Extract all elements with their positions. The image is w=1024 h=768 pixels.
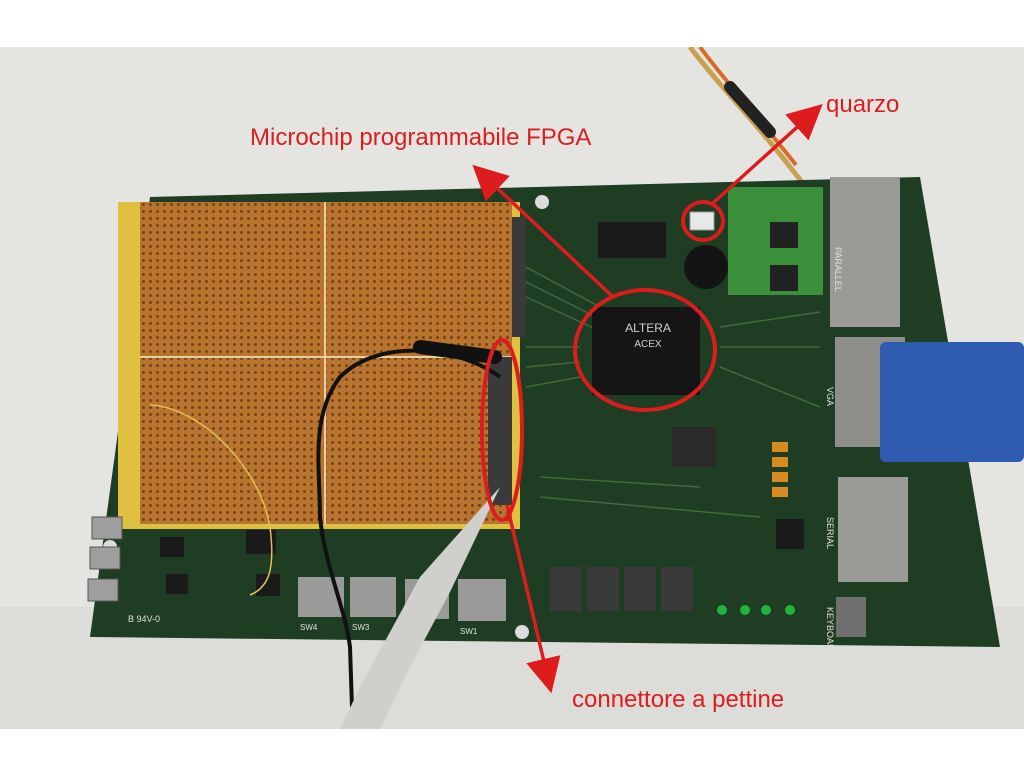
switch-label: SW3 [352, 623, 370, 632]
connector-label: PARALLEL [833, 247, 843, 292]
parallel-port [830, 177, 900, 327]
small-ic [160, 537, 184, 557]
status-leds [717, 605, 795, 615]
small-ic [166, 574, 188, 594]
yellow-wire [149, 404, 273, 596]
bnc-connectors [87, 516, 123, 602]
quarzo-label: quarzo [826, 91, 900, 118]
switch-label: SW1 [460, 627, 478, 636]
small-ic [256, 574, 280, 596]
vga-plug [880, 342, 1024, 462]
connector-label: SERIAL [825, 517, 835, 549]
memory-ic [598, 222, 666, 258]
connector-label: KEYBOARD [825, 607, 835, 658]
plcc-socket [672, 427, 716, 467]
keyboard-port [836, 597, 866, 637]
small-ic [776, 519, 804, 549]
crocodile-clip [413, 340, 502, 364]
switch-label: SW4 [300, 623, 318, 632]
fpga-chip: ALTERA ACEX [592, 307, 700, 395]
crystal-oscillator [689, 211, 715, 231]
chip-brand: ALTERA [625, 321, 671, 335]
mounting-hole [515, 625, 529, 639]
oscilloscope-probe [340, 487, 500, 729]
fpga-label: Microchip programmabile FPGA [250, 124, 592, 151]
prototyping-perfboard [118, 202, 520, 529]
serial-port [838, 477, 908, 582]
capacitors [772, 442, 788, 497]
mounting-hole [535, 195, 549, 209]
chip-model: ACEX [634, 339, 662, 350]
connector-label: VGA [825, 387, 835, 406]
seven-segment-displays [550, 567, 693, 611]
pcb-marking: B 94V-0 [128, 614, 160, 624]
buzzer [684, 245, 728, 289]
connector-label: connettore a pettine [572, 686, 785, 713]
